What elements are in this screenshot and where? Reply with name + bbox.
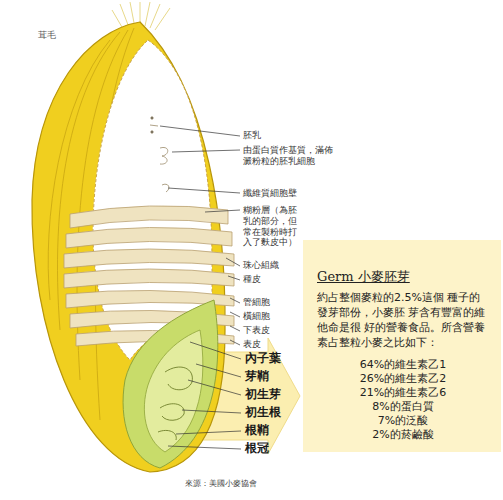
part-label: 根鞘 (245, 423, 269, 437)
part-label: 表皮 (243, 339, 261, 350)
nutrient-item: 2%的菸鹼酸 (317, 428, 489, 442)
leader-line (172, 150, 240, 152)
leader-line (160, 126, 240, 136)
leader-line (168, 446, 241, 449)
leader-line (230, 326, 240, 331)
nutrient-item: 26%的維生素乙2 (317, 372, 489, 386)
nutrient-item: 8%的蛋白質 (317, 400, 489, 414)
part-label: 纖維質細胞壁 (243, 188, 297, 199)
leader-line (230, 340, 240, 345)
nutrient-item: 7%的泛酸 (317, 414, 489, 428)
nutrient-item: 64%的維生素乙1 (317, 358, 489, 372)
leader-line (230, 312, 240, 317)
nutrient-item: 21%的維生素乙6 (317, 386, 489, 400)
info-panel: Germ 小麥胚芽約占整個麥粒的2.5%這個 種子的發芽部份，小麥胚 芽含有豐富… (303, 240, 501, 452)
cell-mark (150, 125, 158, 126)
part-label: 珠心組織 (243, 260, 279, 271)
leader-lines (160, 126, 241, 449)
shoot (165, 367, 192, 390)
leader-line (228, 276, 240, 280)
leader-line (196, 364, 241, 377)
root-cap (158, 430, 176, 440)
part-label: 種皮 (243, 274, 261, 285)
bran-layer (64, 249, 234, 268)
part-label: 內子葉 (245, 351, 281, 365)
kernel-outline (32, 22, 225, 472)
leader-line (230, 298, 240, 303)
endosperm-cells (150, 117, 169, 192)
part-label: 初生芽 (245, 387, 281, 401)
part-label: 胚乳 (243, 130, 261, 141)
leader-line (188, 380, 241, 395)
bran-layer (66, 227, 232, 248)
panel-body: 約占整個麥粒的2.5%這個 種子的發芽部份，小麥胚 芽含有豐富的維他命是很 好的… (317, 290, 489, 350)
leader-line (176, 431, 241, 434)
part-label: 管細胞 (243, 297, 270, 308)
leader-line (190, 342, 241, 359)
hair (155, 8, 170, 30)
source-caption: 來源：美國小麥協會 (185, 478, 257, 489)
radicle (160, 404, 184, 421)
part-label: 芽鞘 (245, 369, 269, 383)
part-label: 下表皮 (243, 325, 270, 336)
part-label: 茸毛 (38, 30, 56, 41)
embryo-parts (158, 367, 192, 440)
leader-line (205, 210, 240, 212)
part-label: 初生根 (245, 405, 281, 419)
leader-line (182, 410, 241, 413)
hair (145, 2, 150, 26)
leader-line (168, 188, 240, 193)
part-label: 橫細胞 (243, 311, 270, 322)
cell-dot (151, 131, 153, 133)
bran-layer (70, 206, 228, 228)
bran-layer (64, 269, 234, 288)
cell-mark (160, 147, 168, 164)
part-label: 根冠 (245, 441, 269, 455)
cell-mark (162, 184, 169, 192)
leader-line (226, 258, 240, 266)
part-label: 由蛋白質作基質，滿佈澱粉粒的胚乳細胞 (243, 145, 335, 167)
germ (123, 300, 218, 468)
panel-heading: Germ 小麥胚芽 (317, 270, 489, 284)
cell-dot (151, 117, 153, 119)
embryo (144, 330, 202, 452)
part-label: 糊粉層（為胚乳的部分，但常在製粉時打入了麩皮中） (243, 205, 301, 248)
